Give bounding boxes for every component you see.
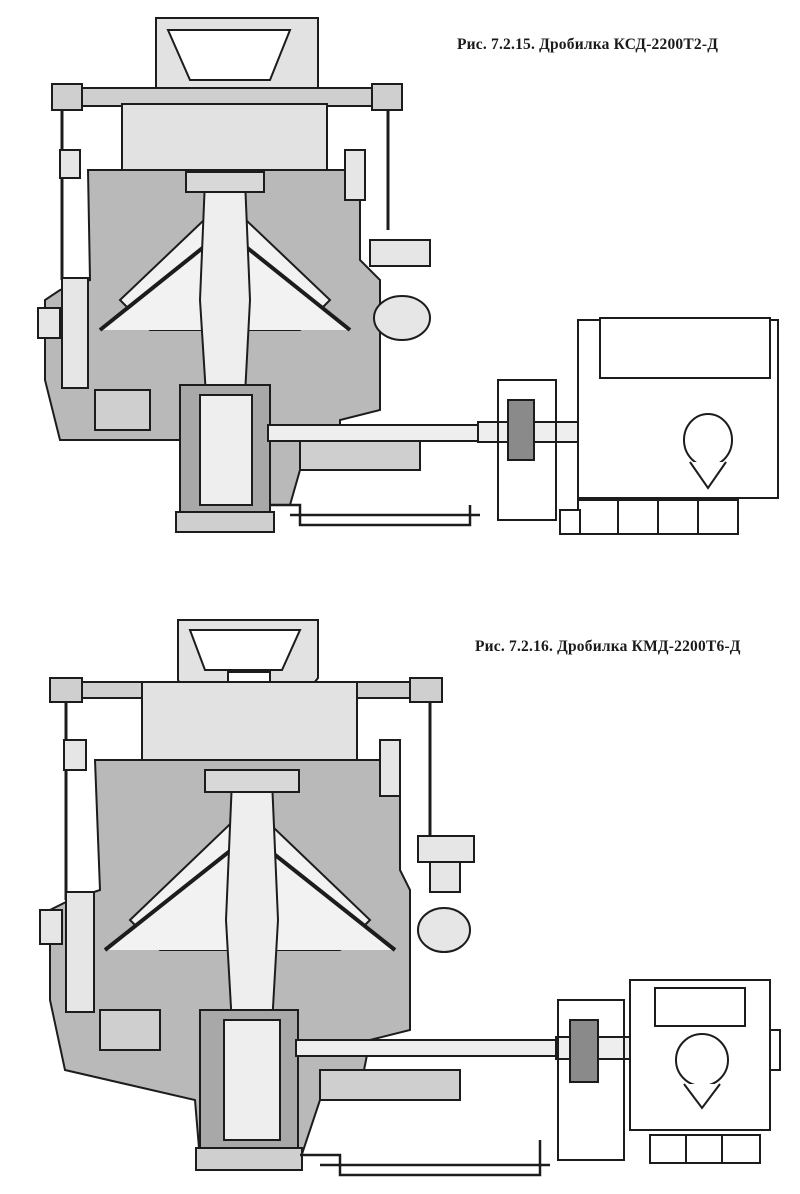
figure-caption-2: Рис. 7.2.16. Дробилка КМД-2200Т6-Д	[475, 638, 741, 655]
oil-piping	[300, 1140, 550, 1177]
eccentric-housing	[175, 384, 275, 533]
coupling	[507, 399, 535, 461]
lower-sections	[99, 1009, 461, 1101]
electric-motor	[577, 317, 779, 499]
crusher-drawing-ksd	[37, 17, 779, 535]
left-cylinder	[37, 149, 89, 389]
motor-base	[559, 499, 739, 535]
tie-rods	[64, 702, 432, 900]
feed-box	[121, 103, 328, 177]
figure-caption-1: Рис. 7.2.15. Дробилка КСД-2200Т2-Д	[457, 36, 719, 53]
oil-piping	[270, 503, 480, 527]
left-cylinder	[39, 739, 95, 1013]
coupling	[569, 1019, 599, 1083]
eccentric-housing	[195, 1009, 303, 1171]
crusher-drawing-kmd	[39, 619, 781, 1177]
lower-sections	[94, 389, 421, 471]
electric-motor	[629, 979, 781, 1131]
top-beam	[51, 83, 403, 111]
coupling-frame	[557, 999, 625, 1161]
right-motor	[379, 739, 475, 953]
coupling-frame	[497, 379, 557, 521]
right-motor	[344, 149, 431, 341]
tie-rods	[60, 110, 390, 280]
feed-box	[141, 681, 358, 763]
motor-base	[649, 1134, 761, 1164]
